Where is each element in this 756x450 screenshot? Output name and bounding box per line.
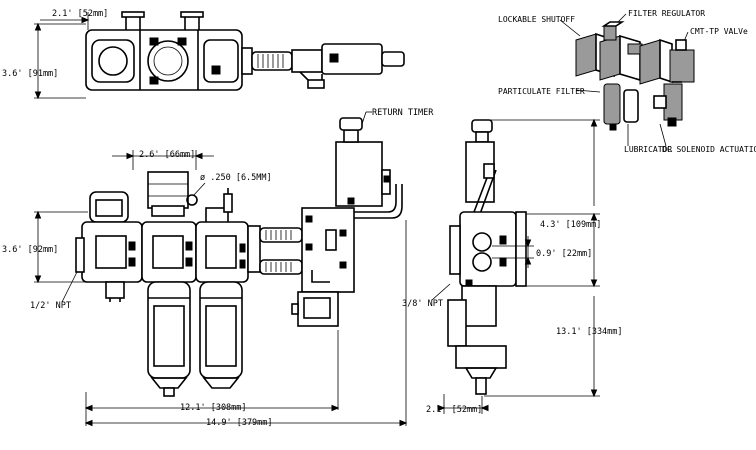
dim-side-npt: 3/8' NPT xyxy=(402,299,443,309)
dim-front-npt: 1/2' NPT xyxy=(30,301,71,311)
dim-side-a: 4.3' [109mm] xyxy=(540,220,601,230)
side-view: 4.3' [109mm] 0.9' [22mm] 3/8' NPT 13.1' … xyxy=(402,118,623,415)
callout-particulate-filter: PARTICULATE FILTER xyxy=(498,87,585,96)
callout-dc-solenoid: DC SOLENOID ACTUATION xyxy=(662,145,756,154)
dim-side-width: 2.1' [52mm] xyxy=(426,405,482,415)
dim-front-port: ø .250 [6.5MM] xyxy=(200,173,272,183)
callout-lubricator: LUBRICATOR xyxy=(624,145,672,154)
isometric-view: LOCKABLE SHUTOFF FILTER REGULATOR CMT-TP… xyxy=(498,9,756,154)
front-muffler-texture xyxy=(265,230,292,272)
dim-front-overall-a: 12.1' [308mm] xyxy=(180,403,247,413)
dim-front-width: 2.6' [66mm] xyxy=(139,150,195,160)
front-view: 2.6' [66mm] ø .250 [6.5MM] 3.6' [92mm] 1… xyxy=(2,108,434,428)
dim-side-b: 0.9' [22mm] xyxy=(536,249,592,259)
callout-filter-regulator: FILTER REGULATOR xyxy=(628,9,705,18)
dim-side-height: 13.1' [334mm] xyxy=(556,327,623,337)
dim-top-height: 3.6' [91mm] xyxy=(2,69,58,79)
callout-cmt-tp-valve: CMT-TP VALVe xyxy=(690,27,748,36)
callout-return-timer: RETURN TIMER xyxy=(372,108,434,118)
dim-front-overall-b: 14.9' [379mm] xyxy=(206,418,273,428)
dim-front-height: 3.6' [92mm] xyxy=(2,245,58,255)
top-view: 2.1' [52mm] 3.6' [91mm] xyxy=(2,9,405,100)
top-muffler-texture xyxy=(257,54,284,68)
dim-top-width: 2.1' [52mm] xyxy=(52,9,108,19)
callout-lockable-shutoff: LOCKABLE SHUTOFF xyxy=(498,15,575,24)
